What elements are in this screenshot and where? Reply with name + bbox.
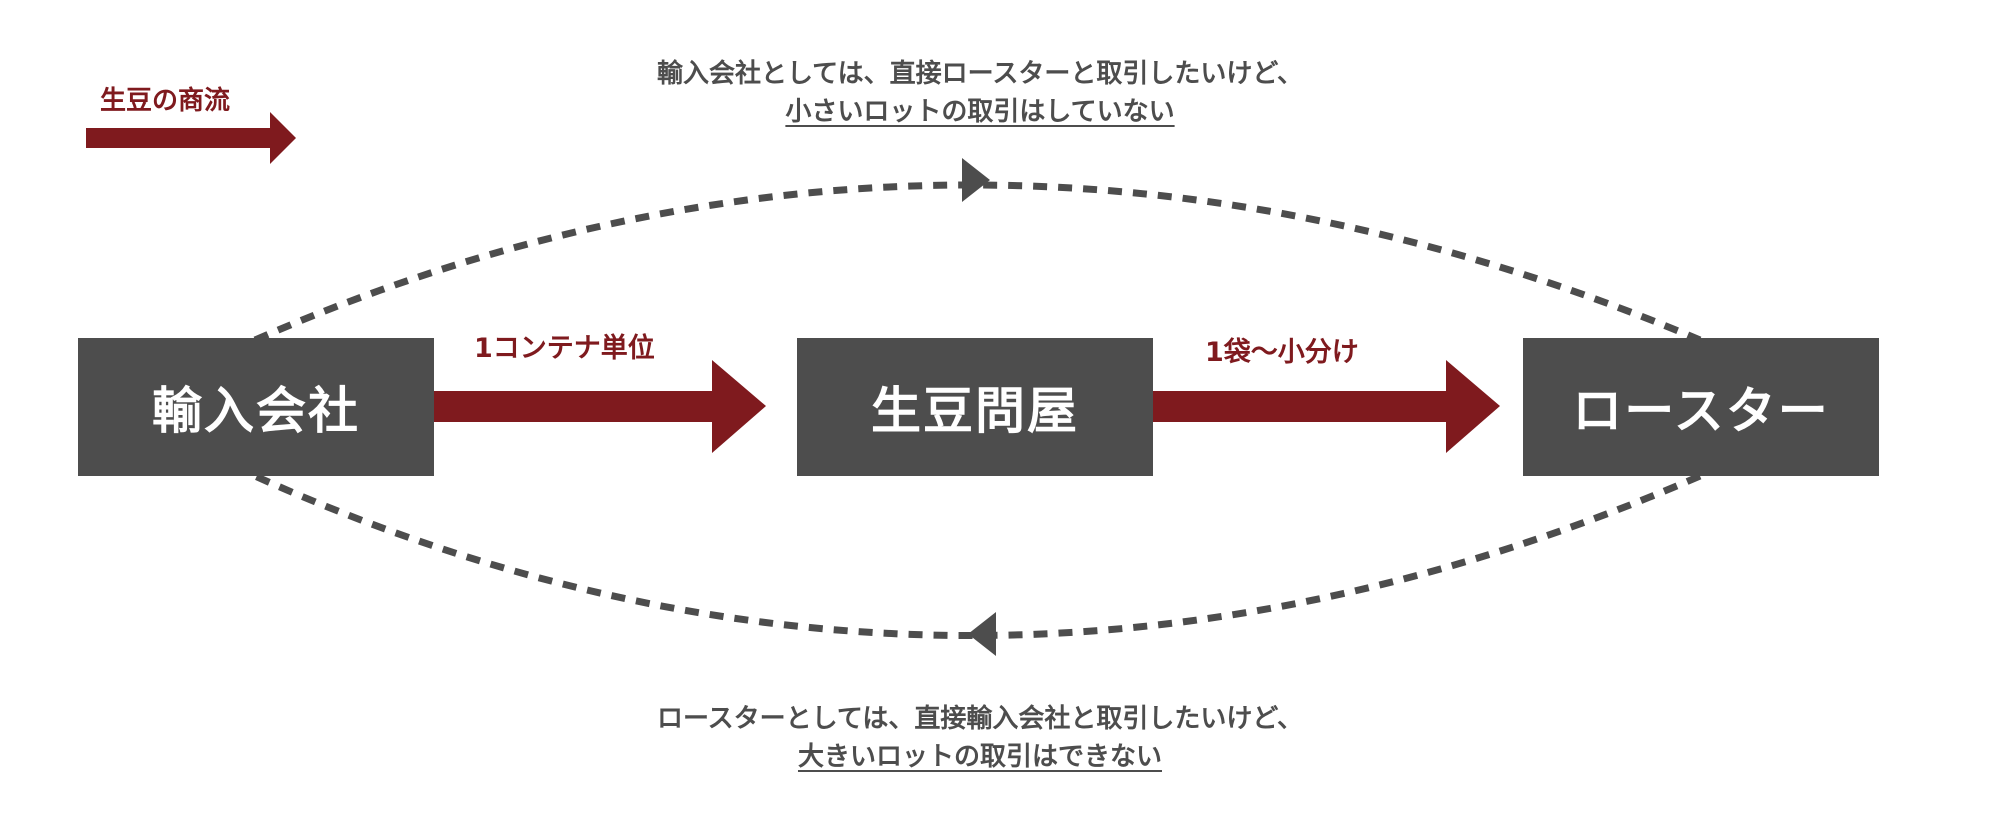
flow-arrow-wholesaler-to-roaster [1153, 360, 1500, 453]
bottom-note: ロースターとしては、直接輸入会社と取引したいけど、 大きいロットの取引はできない [480, 700, 1480, 776]
top-note-line1: 輸入会社としては、直接ロースターと取引したいけど、 [656, 59, 1304, 89]
node-roaster: ロースター [1523, 338, 1879, 476]
bottom-note-line2: 大きいロットの取引はできない [797, 742, 1162, 772]
node-importer: 輸入会社 [78, 338, 434, 476]
legend-arrow [86, 112, 296, 164]
top-note: 輸入会社としては、直接ロースターと取引したいけど、 小さいロットの取引はしていな… [480, 55, 1480, 131]
flow-arrow-importer-to-wholesaler [434, 360, 766, 453]
flow-label-container: 1コンテナ単位 [474, 333, 655, 364]
top-dashed-curve [253, 181, 1702, 344]
flow-label-bag: 1袋〜小分け [1205, 337, 1359, 368]
bottom-note-line1: ロースターとしては、直接輸入会社と取引したいけど、 [656, 704, 1304, 734]
node-wholesaler: 生豆問屋 [797, 338, 1153, 476]
bottom-curve-arrowhead [968, 612, 996, 656]
bottom-dashed-curve [253, 472, 1702, 639]
legend-label: 生豆の商流 [100, 86, 231, 116]
top-curve-arrowhead [962, 158, 990, 202]
top-note-line2: 小さいロットの取引はしていない [785, 97, 1175, 127]
